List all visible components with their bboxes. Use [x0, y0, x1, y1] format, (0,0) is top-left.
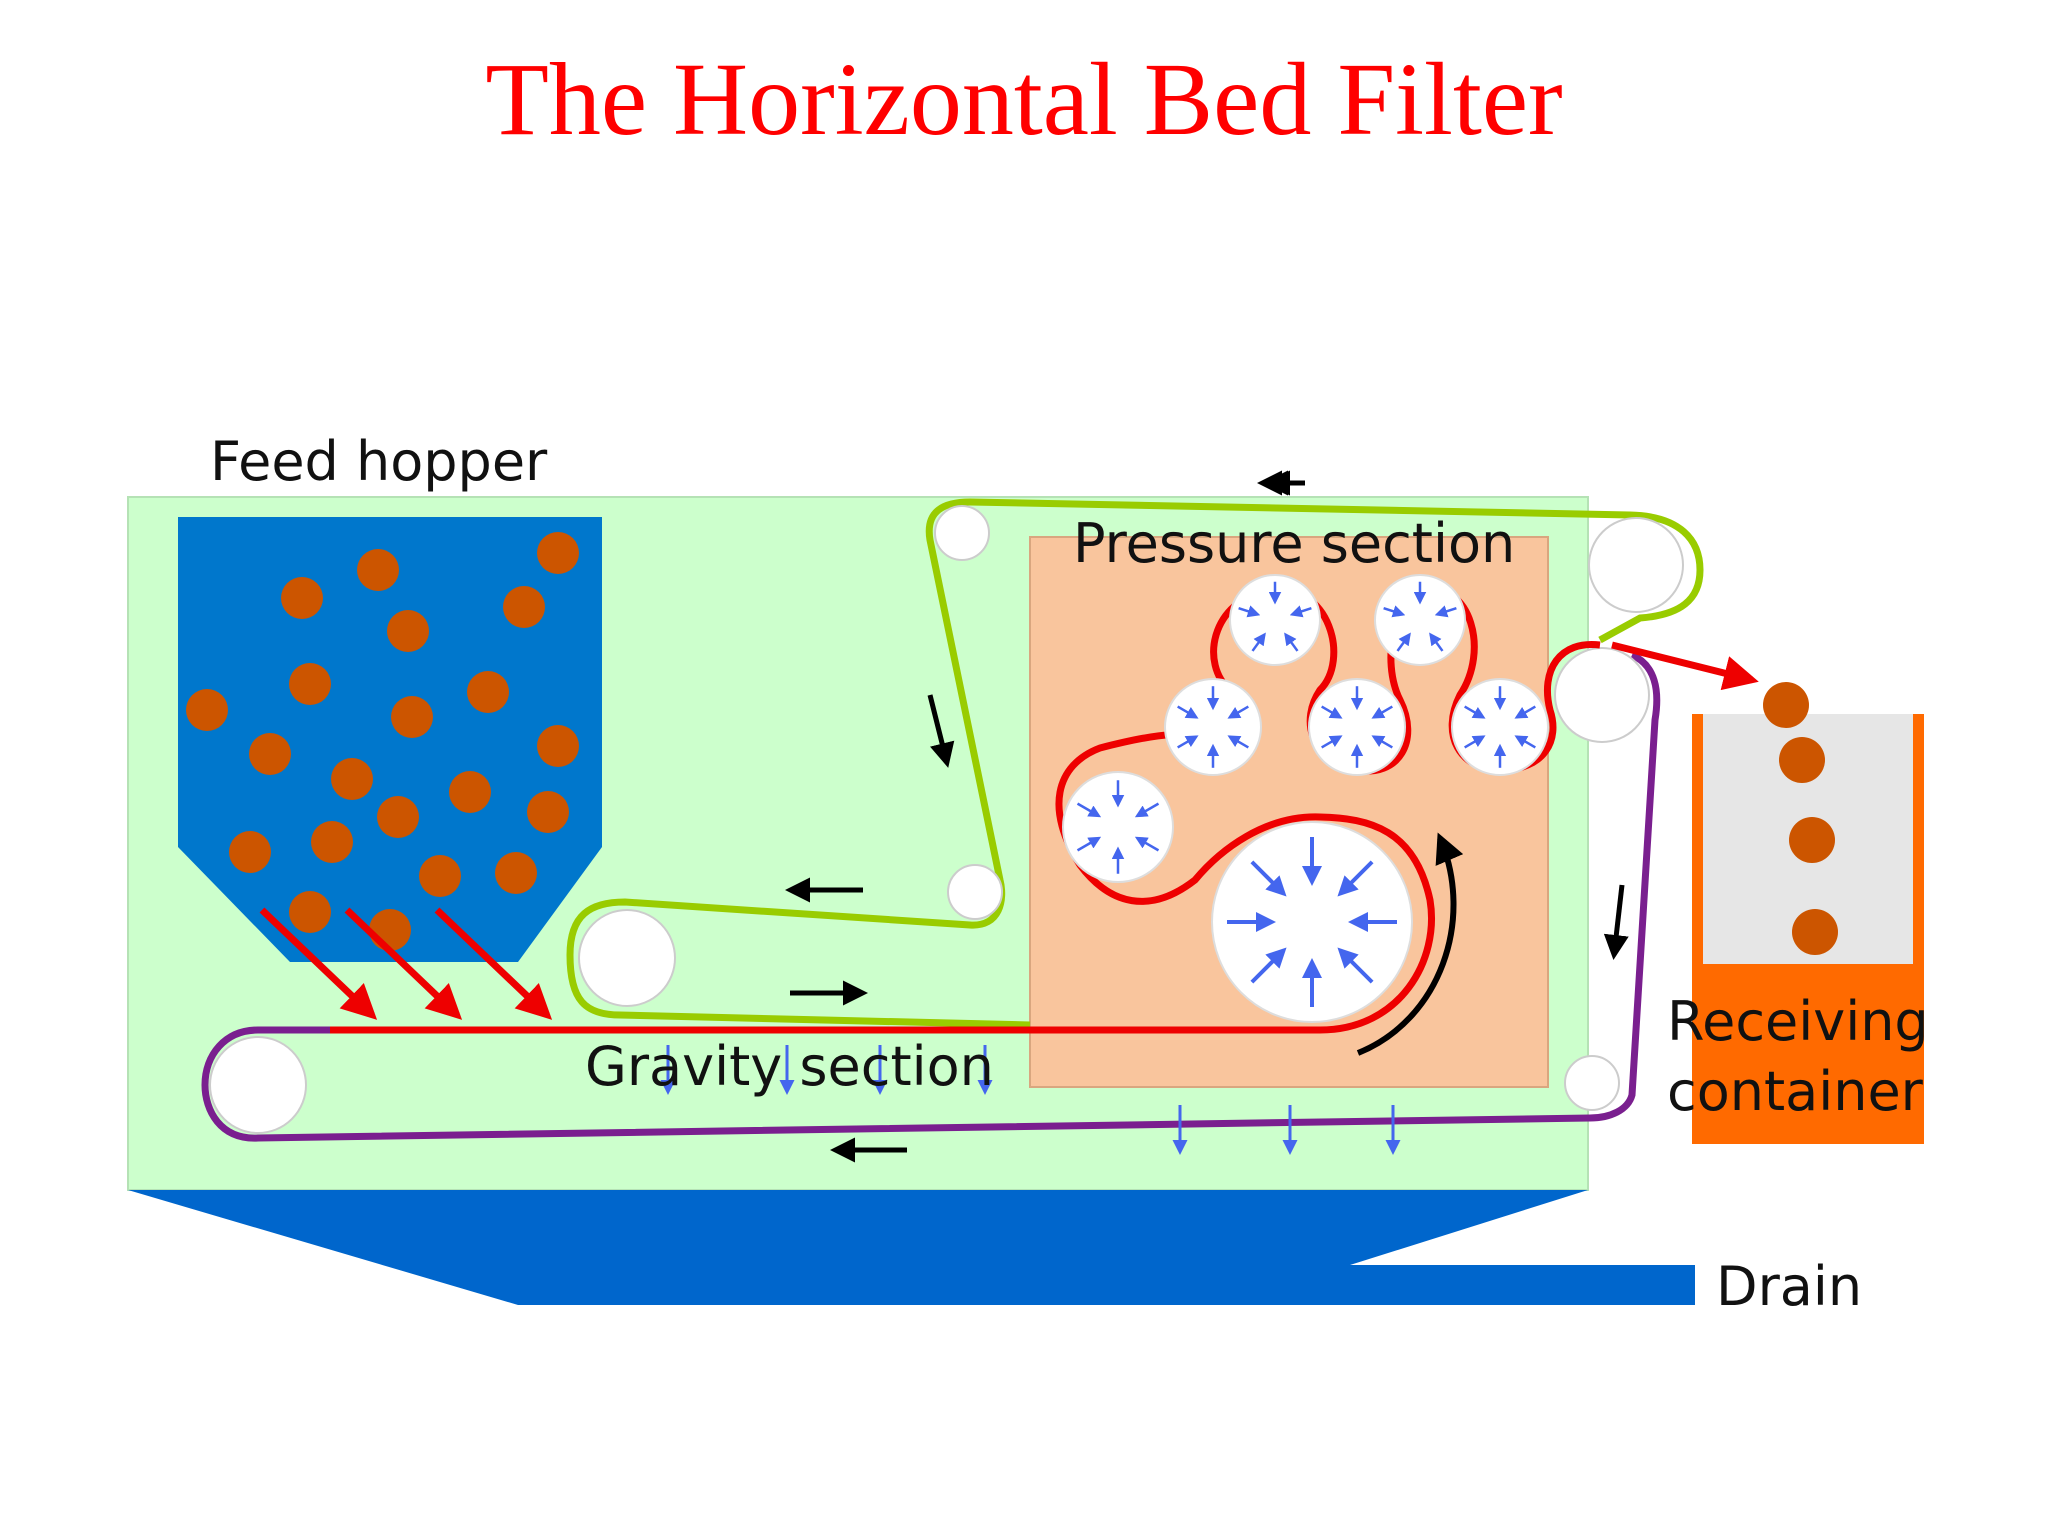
feed-particle	[537, 532, 579, 574]
pressure-arrow	[1434, 605, 1457, 618]
feed-particle	[357, 549, 399, 591]
pressure-arrow	[1250, 860, 1287, 897]
rollers	[209, 505, 1684, 1134]
pressure-arrow	[1251, 632, 1266, 652]
feed-particle	[289, 663, 331, 705]
pressure-arrow	[1514, 735, 1536, 749]
feed-particle	[311, 821, 353, 863]
pressure-section-label: Pressure section	[1073, 512, 1515, 575]
pressure-arrow	[1371, 735, 1393, 749]
feed-flow-arrows	[259, 907, 553, 1020]
pressure-arrow	[1383, 605, 1406, 618]
drain-label: Drain	[1716, 1255, 1862, 1318]
pressure-arrow	[1371, 705, 1393, 719]
pressure-arrow	[1076, 836, 1102, 852]
feed-particle	[419, 855, 461, 897]
feed-particle	[249, 733, 291, 775]
drainage-arrows	[660, 1045, 1401, 1155]
feed-particle	[229, 831, 271, 873]
upper-belt	[566, 498, 1704, 1029]
pressure-arrow	[1289, 605, 1312, 618]
feed-hopper-label: Feed hopper	[210, 430, 548, 493]
feed-particle	[503, 586, 545, 628]
feed-particle	[537, 725, 579, 767]
feed-particle	[467, 671, 509, 713]
pressure-arrow	[1227, 735, 1249, 749]
pressure-arrow	[1429, 632, 1444, 652]
feed-particle	[331, 758, 373, 800]
feed-particle	[387, 610, 429, 652]
pressure-arrow	[1464, 735, 1486, 749]
pressure-arrow	[1134, 802, 1160, 818]
pressure-arrow	[1250, 947, 1287, 984]
pressure-arrow	[1134, 836, 1160, 852]
belt-direction-arrows	[785, 470, 1629, 1163]
lower-belt	[201, 651, 1661, 1142]
feed-particle	[527, 791, 569, 833]
receiving-container-label-line1: Receiving	[1667, 990, 1929, 1053]
pressure-arrow	[1396, 632, 1411, 652]
feed-particle	[186, 689, 228, 731]
pressure-arrow	[1284, 632, 1299, 652]
gravity-section-label: Gravity section	[585, 1035, 994, 1098]
pressure-arrow	[1177, 735, 1199, 749]
feed-particle	[377, 796, 419, 838]
pressure-arrow	[1464, 705, 1486, 719]
pressure-arrow	[1076, 802, 1102, 818]
pressure-arrow	[1337, 860, 1374, 897]
feed-particle	[369, 909, 411, 951]
feed-particle	[289, 891, 331, 933]
pressure-arrow	[1321, 735, 1343, 749]
feed-particle	[449, 771, 491, 813]
pressure-arrow	[1238, 605, 1261, 618]
drain-pipe	[1230, 1265, 1695, 1305]
feed-particle	[281, 577, 323, 619]
pressure-arrow	[1321, 705, 1343, 719]
pressure-arrow	[1227, 705, 1249, 719]
receiving-container	[1692, 682, 1924, 1144]
feed-particle	[391, 696, 433, 738]
rotation-arrow	[1356, 832, 1464, 1056]
pressure-arrow	[1177, 705, 1199, 719]
receiving-container-label-line2: container	[1667, 1060, 1924, 1123]
discharge-arrow	[1611, 641, 1759, 691]
feed-particles	[186, 532, 579, 951]
press-drum-arrows	[1076, 581, 1536, 1007]
feed-particle	[495, 852, 537, 894]
pressure-arrow	[1337, 947, 1374, 984]
slide-title: The Horizontal Bed Filter	[485, 42, 1563, 157]
pressure-arrow	[1514, 705, 1536, 719]
